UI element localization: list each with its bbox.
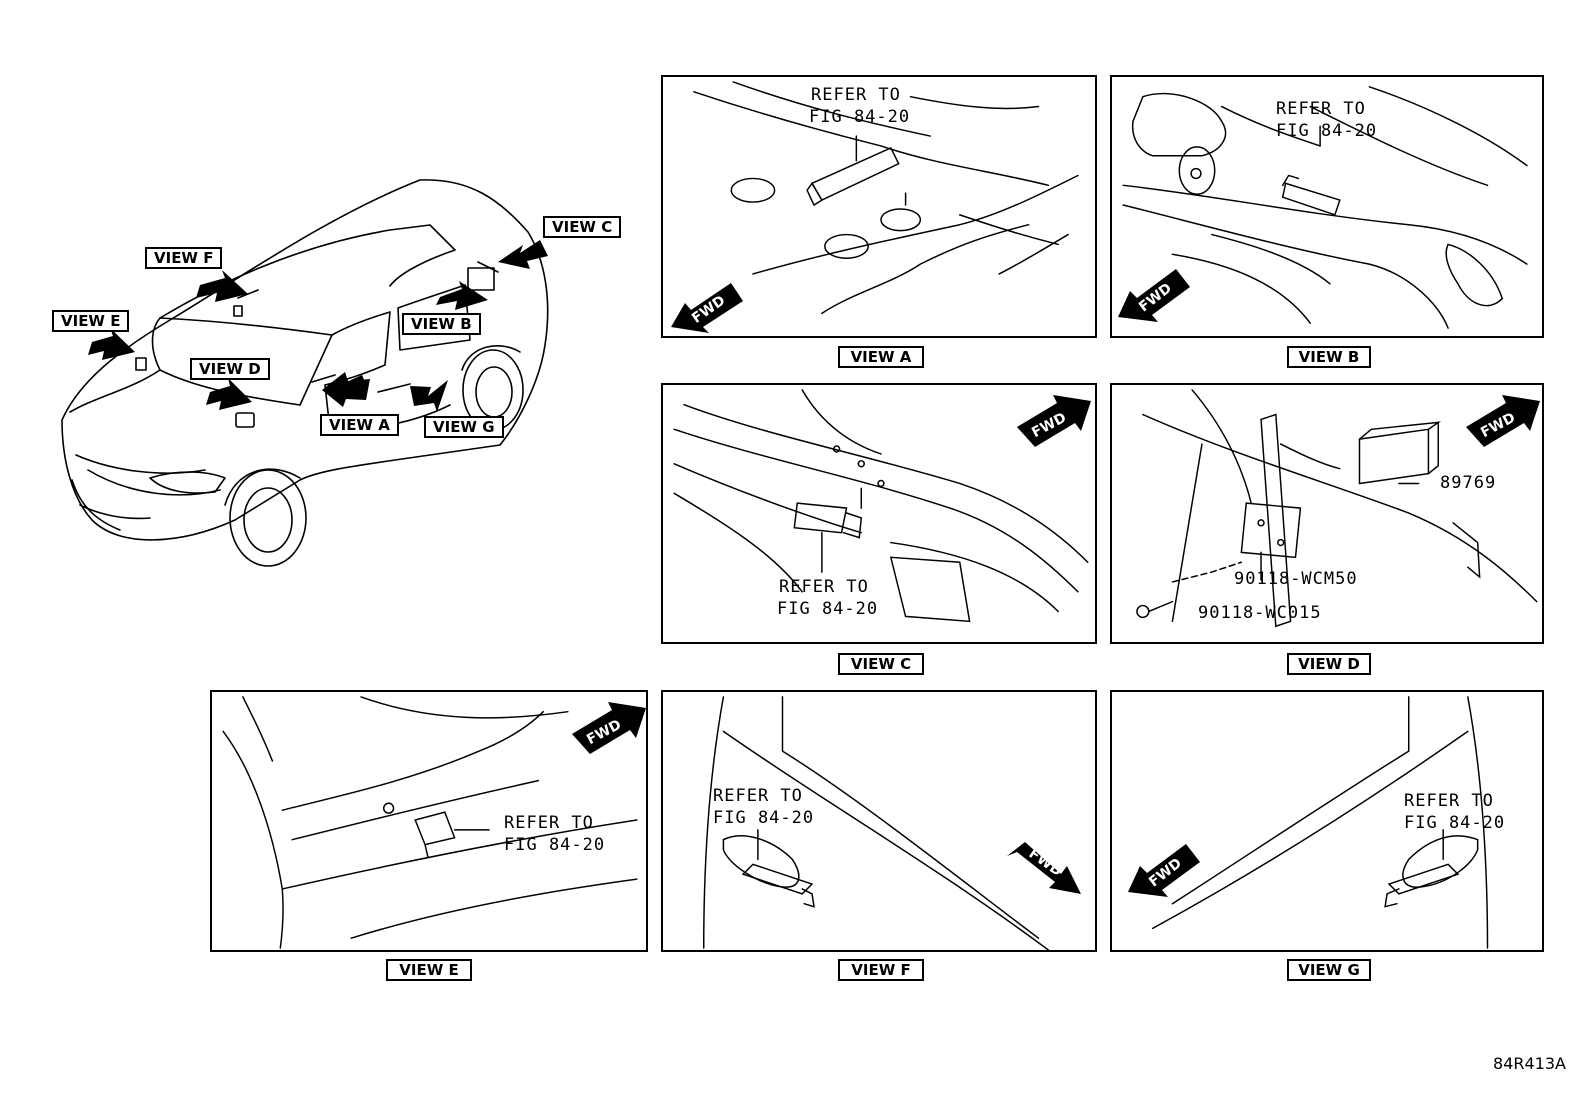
view-f-refer-line2: FIG 84-20: [713, 808, 815, 828]
fwd-arrow-icon: FWD: [671, 283, 743, 333]
view-b-refer-line1: REFER TO: [1276, 99, 1366, 119]
view-b-refer-line2: FIG 84-20: [1276, 121, 1378, 141]
view-c-refer-line1: REFER TO: [779, 577, 869, 597]
view-f-refer-line1: REFER TO: [713, 786, 803, 806]
view-a-refer-line2: FIG 84-20: [809, 107, 911, 127]
view-e-drawing: [222, 696, 638, 949]
view-a-refer-line1: REFER TO: [811, 85, 901, 105]
part-number-90118-wcm50: 90118-WCM50: [1234, 569, 1358, 589]
panel-label-view-d: VIEW D: [1287, 653, 1371, 675]
panel-view-e: REFER TO FIG 84-20 FWD: [210, 690, 648, 952]
panel-label-view-b: VIEW B: [1287, 346, 1371, 368]
callout-view-d: VIEW D: [190, 358, 270, 380]
panel-view-g: REFER TO FIG 84-20 FWD: [1110, 690, 1544, 952]
callout-view-g: VIEW G: [424, 416, 504, 438]
fwd-arrow-icon: FWD: [1007, 842, 1081, 894]
view-g-refer-line2: FIG 84-20: [1404, 813, 1506, 833]
callout-view-f: VIEW F: [145, 247, 223, 269]
fwd-arrow-icon: FWD: [1466, 395, 1540, 447]
view-e-refer-line1: REFER TO: [504, 813, 594, 833]
view-e-refer-line2: FIG 84-20: [504, 835, 606, 855]
panel-view-d: 89769 90118-WCM50 90118-WC015 FWD: [1110, 383, 1544, 644]
fwd-arrow-icon: FWD: [1118, 269, 1190, 322]
view-a-drawing: [693, 81, 1079, 315]
fwd-arrow-label: FWD: [1026, 846, 1065, 880]
part-number-90118-wc015: 90118-WC015: [1198, 603, 1322, 623]
panel-view-b: REFER TO FIG 84-20 FWD: [1110, 75, 1544, 338]
callout-view-a: VIEW A: [320, 414, 399, 436]
panel-label-view-f: VIEW F: [838, 959, 924, 981]
view-b-drawing: [1122, 86, 1528, 329]
callout-view-c: VIEW C: [543, 216, 622, 238]
part-number-89769: 89769: [1440, 473, 1497, 493]
panel-view-f: REFER TO FIG 84-20 FWD: [661, 690, 1097, 952]
panel-label-view-g: VIEW G: [1287, 959, 1371, 981]
panel-label-view-a: VIEW A: [838, 346, 924, 368]
figure-code: 84R413A: [1493, 1054, 1566, 1073]
fwd-arrow-icon: FWD: [1128, 844, 1200, 897]
view-c-drawing: [673, 389, 1089, 623]
panel-label-view-e: VIEW E: [386, 959, 472, 981]
callout-view-b: VIEW B: [402, 313, 481, 335]
view-g-drawing: [1151, 696, 1489, 949]
callout-view-e: VIEW E: [52, 310, 130, 332]
panel-label-view-c: VIEW C: [838, 653, 924, 675]
panel-view-a: REFER TO FIG 84-20 FWD: [661, 75, 1097, 338]
view-g-refer-line1: REFER TO: [1404, 791, 1494, 811]
fwd-arrow-icon: FWD: [1017, 395, 1091, 447]
view-f-drawing: [702, 696, 1050, 950]
view-d-drawing: [1136, 389, 1538, 628]
fwd-arrow-icon: FWD: [572, 702, 646, 754]
panel-view-c: REFER TO FIG 84-20 FWD: [661, 383, 1097, 644]
view-c-refer-line2: FIG 84-20: [777, 599, 879, 619]
